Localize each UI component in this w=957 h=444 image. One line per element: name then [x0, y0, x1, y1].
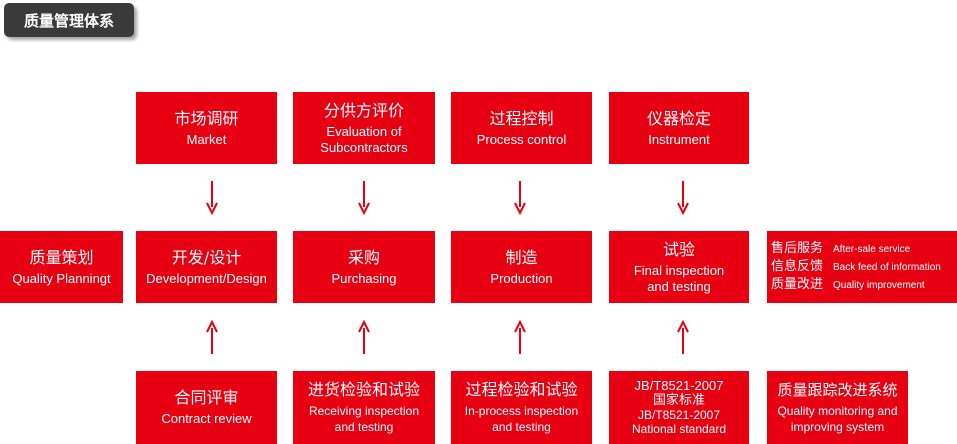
standard-code: JB/T8521-2007 [637, 408, 721, 422]
service-row: 信息反馈 Back feed of information [771, 258, 941, 276]
box-quality-monitoring: 质量跟踪改进系统 Quality monitoring and improvin… [767, 371, 908, 444]
box-production: 制造 Production [451, 231, 592, 303]
box-label-zh: 市场调研 [174, 108, 239, 128]
box-label-en: Evaluation of [326, 123, 402, 139]
up-arrow [677, 320, 689, 354]
box-label-zh: 质量跟踪改进系统 [777, 381, 898, 399]
box-quality-planning: 质量策划 Quality Planningt [0, 231, 123, 303]
box-label-zh: 仪器检定 [646, 108, 711, 128]
box-label-zh: 分供方评价 [323, 100, 404, 120]
box-label-en: and testing [492, 420, 551, 434]
box-label-zh: 质量策划 [29, 247, 94, 267]
service-label-en: Back feed of information [833, 262, 941, 273]
standard-label-zh: 国家标准 [652, 393, 705, 408]
standard-label-en: National standard [631, 422, 727, 436]
box-final-inspection: 试验 Final inspection and testing [609, 231, 749, 303]
box-label-zh: 过程控制 [489, 108, 554, 128]
box-contract-review: 合同评审 Contract review [136, 371, 277, 444]
down-arrow [358, 181, 370, 215]
box-label-en: Receiving inspection [308, 404, 420, 418]
service-label-en: Quality improvement [833, 280, 925, 291]
box-in-process-inspection: 过程检验和试验 In-process inspection and testin… [451, 371, 592, 444]
box-label-en: Development/Design [146, 270, 267, 286]
box-label-en: and testing [334, 420, 394, 434]
standard-code: JB/T8521-2007 [634, 378, 724, 393]
box-label-zh: 进货检验和试验 [307, 380, 420, 399]
down-arrow [514, 181, 526, 215]
box-label-en: Production [490, 270, 553, 286]
service-label-en: After-sale service [833, 244, 911, 255]
box-label-en: Market [186, 131, 227, 147]
box-label-zh: 合同评审 [174, 388, 239, 407]
service-row: 质量改进 Quality improvement [771, 276, 925, 294]
box-label-zh: 制造 [505, 247, 538, 267]
box-label-zh: 采购 [347, 247, 380, 267]
down-arrow [206, 181, 218, 215]
box-label-zh: 试验 [662, 239, 695, 259]
box-instrument: 仪器检定 Instrument [609, 92, 749, 164]
box-subcontractor-evaluation: 分供方评价 Evaluation of Subcontractors [293, 92, 435, 164]
box-label-en: Quality monitoring and [777, 404, 898, 418]
up-arrow [206, 320, 218, 354]
box-market: 市场调研 Market [136, 92, 277, 164]
box-development-design: 开发/设计 Development/Design [136, 231, 277, 303]
box-label-zh: 开发/设计 [171, 247, 242, 267]
box-receiving-inspection: 进货检验和试验 Receiving inspection and testing [293, 371, 435, 444]
down-arrow [677, 181, 689, 215]
box-label-en: Quality Planningt [12, 270, 111, 286]
service-label-zh: 信息反馈 [771, 259, 824, 274]
box-label-en: In-process inspection [464, 404, 579, 418]
section-title: 质量管理体系 [4, 3, 134, 37]
box-national-standard: JB/T8521-2007 国家标准 JB/T8521-2007 Nationa… [609, 371, 749, 444]
box-after-sale-service: 售后服务 After-sale service 信息反馈 Back feed o… [767, 231, 957, 303]
box-label-en: Contract review [161, 411, 252, 426]
box-label-en: and testing [647, 278, 711, 294]
box-label-en: Final inspection [633, 262, 725, 278]
box-label-zh: 过程检验和试验 [465, 380, 578, 399]
box-label-en: Process control [476, 131, 567, 147]
box-process-control: 过程控制 Process control [451, 92, 592, 164]
service-label-zh: 售后服务 [771, 241, 824, 256]
box-label-en: improving system [790, 420, 885, 434]
service-row: 售后服务 After-sale service [771, 240, 910, 258]
up-arrow [514, 320, 526, 354]
box-purchasing: 采购 Purchasing [293, 231, 435, 303]
box-label-en: Purchasing [331, 270, 397, 286]
box-label-en: Instrument [648, 131, 710, 147]
service-label-zh: 质量改进 [771, 277, 824, 292]
up-arrow [358, 320, 370, 354]
box-label-en: Subcontractors [320, 139, 408, 155]
